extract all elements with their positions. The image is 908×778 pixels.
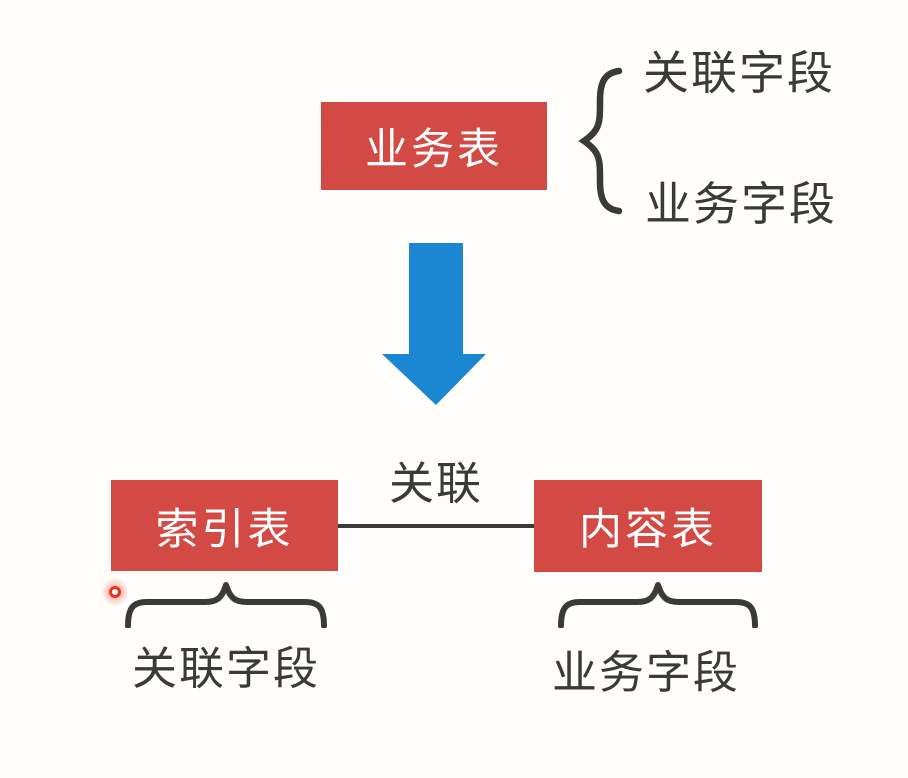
content-field-label: 业务字段 <box>552 647 741 698</box>
top-field-label-2: 业务字段 <box>645 178 837 230</box>
content-table-label: 内容表 <box>579 506 717 554</box>
relation-connector-line <box>338 524 534 528</box>
index-table-label: 索引表 <box>155 505 294 554</box>
business-table-label: 业务表 <box>365 126 503 174</box>
laser-pointer-dot <box>101 578 129 606</box>
content-table-box: 内容表 <box>534 480 762 572</box>
index-table-box: 索引表 <box>111 480 338 571</box>
index-field-label: 关联字段 <box>132 643 321 694</box>
horizontal-brace-icon-right <box>558 582 758 628</box>
horizontal-brace-icon-left <box>125 582 327 628</box>
top-field-label-1: 关联字段 <box>643 47 835 99</box>
down-arrow-icon <box>381 242 487 406</box>
laser-pointer-ring <box>109 586 121 598</box>
relation-label: 关联 <box>389 458 484 509</box>
business-table-box: 业务表 <box>321 102 547 190</box>
curly-brace-icon <box>575 66 623 216</box>
